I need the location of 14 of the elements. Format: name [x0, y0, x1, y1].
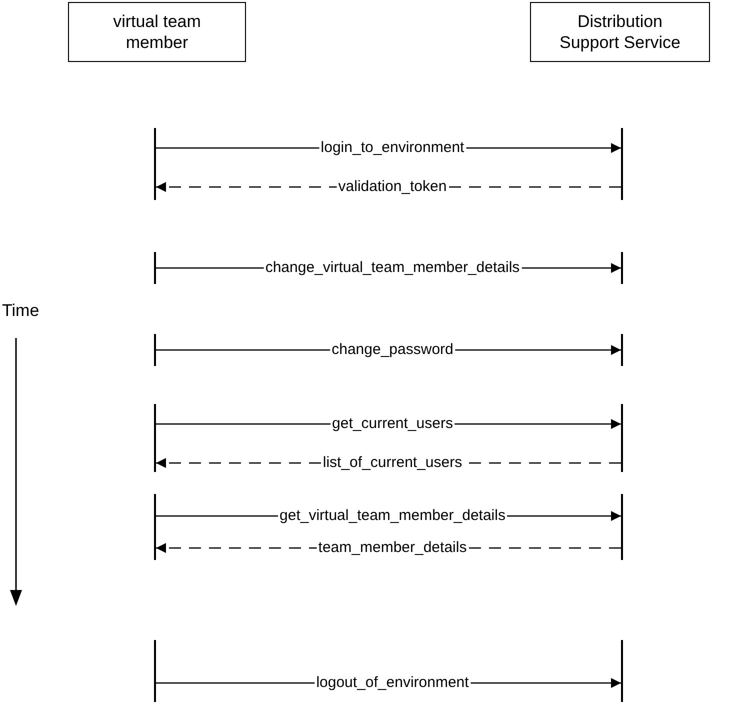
message-label: get_virtual_team_member_details: [278, 508, 508, 523]
message-label: validation_token: [336, 179, 449, 194]
message-label: get_current_users: [330, 416, 455, 431]
message-label: change_virtual_team_member_details: [263, 260, 522, 275]
message-label: change_password: [330, 342, 456, 357]
lifeline-box: [530, 2, 710, 62]
axis-label: Time: [2, 302, 40, 319]
message-label: list_of_current_users: [320, 455, 464, 470]
message-label: team_member_details: [316, 540, 469, 555]
lifeline-box: [68, 2, 246, 62]
participant-name: virtual team member: [112, 10, 202, 54]
participant-name: Distribution Support Service: [559, 10, 681, 54]
message-label: login_to_environment: [318, 140, 466, 155]
message-label: logout_of_environment: [314, 675, 471, 690]
